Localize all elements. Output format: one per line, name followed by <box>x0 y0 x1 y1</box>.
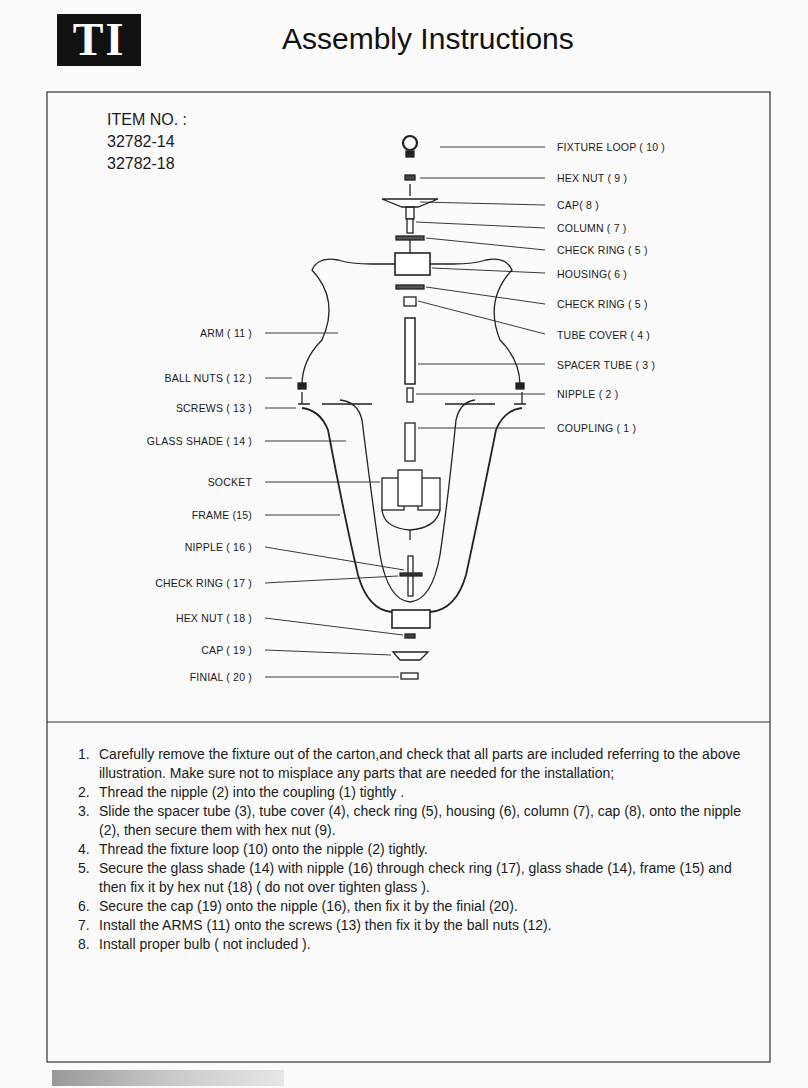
step-number: 4. <box>78 840 99 859</box>
instruction-step: 4.Thread the fixture loop (10) onto the … <box>78 840 746 859</box>
instruction-step: 7.Install the ARMS (11) onto the screws … <box>78 916 746 935</box>
instruction-step: 1.Carefully remove the fixture out of th… <box>78 745 746 783</box>
step-number: 6. <box>78 897 99 916</box>
step-text: Secure the glass shade (14) with nipple … <box>99 859 746 897</box>
step-number: 8. <box>78 935 99 954</box>
part-label: CAP ( 19 ) <box>201 643 252 657</box>
part-label: CHECK RING ( 17 ) <box>155 576 252 590</box>
step-text: Install the ARMS (11) onto the screws (1… <box>99 916 746 935</box>
instruction-list: 1.Carefully remove the fixture out of th… <box>78 745 746 954</box>
logo-box: TI <box>57 14 141 66</box>
part-label: SOCKET <box>208 475 252 489</box>
part-label: GLASS SHADE ( 14 ) <box>147 434 252 448</box>
step-text: Secure the cap (19) onto the nipple (16)… <box>99 897 746 916</box>
step-text: Slide the spacer tube (3), tube cover (4… <box>99 802 746 840</box>
part-label: COUPLING ( 1 ) <box>557 421 636 435</box>
part-label: TUBE COVER ( 4 ) <box>557 328 650 342</box>
instruction-step: 6.Secure the cap (19) onto the nipple (1… <box>78 897 746 916</box>
part-label: ARM ( 11 ) <box>200 326 252 340</box>
step-text: Install proper bulb ( not included ). <box>99 935 746 954</box>
part-label: COLUMN ( 7 ) <box>557 221 627 235</box>
part-label: HEX NUT ( 18 ) <box>176 611 252 625</box>
part-label: CHECK RING ( 5 ) <box>557 297 648 311</box>
instruction-step: 5.Secure the glass shade (14) with nippl… <box>78 859 746 897</box>
logo-text: TI <box>73 17 126 63</box>
step-number: 1. <box>78 745 99 783</box>
step-number: 5. <box>78 859 99 897</box>
item-number: 32782-14 <box>107 131 175 152</box>
step-number: 2. <box>78 783 99 802</box>
part-label: NIPPLE ( 16 ) <box>185 540 252 554</box>
item-number: 32782-18 <box>107 153 175 174</box>
part-label: NIPPLE ( 2 ) <box>557 387 618 401</box>
item-heading: ITEM NO. : <box>107 109 187 130</box>
part-label: CHECK RING ( 5 ) <box>557 243 648 257</box>
page-title: Assembly Instructions <box>282 22 574 56</box>
step-text: Carefully remove the fixture out of the … <box>99 745 746 783</box>
step-text: Thread the fixture loop (10) onto the ni… <box>99 840 746 859</box>
part-label: CAP( 8 ) <box>557 198 599 212</box>
step-text: Thread the nipple (2) into the coupling … <box>99 783 746 802</box>
step-number: 3. <box>78 802 99 840</box>
instruction-step: 2.Thread the nipple (2) into the couplin… <box>78 783 746 802</box>
instruction-step: 3.Slide the spacer tube (3), tube cover … <box>78 802 746 840</box>
part-label: FIXTURE LOOP ( 10 ) <box>557 140 665 154</box>
part-label: BALL NUTS ( 12 ) <box>165 371 252 385</box>
instruction-step: 8.Install proper bulb ( not included ). <box>78 935 746 954</box>
part-label: FINIAL ( 20 ) <box>190 670 252 684</box>
part-label: FRAME (15) <box>192 508 252 522</box>
part-label: HOUSING( 6 ) <box>557 267 627 281</box>
part-label: SCREWS ( 13 ) <box>176 401 252 415</box>
step-number: 7. <box>78 916 99 935</box>
part-label: SPACER TUBE ( 3 ) <box>557 358 655 372</box>
part-label: HEX NUT ( 9 ) <box>557 171 627 185</box>
